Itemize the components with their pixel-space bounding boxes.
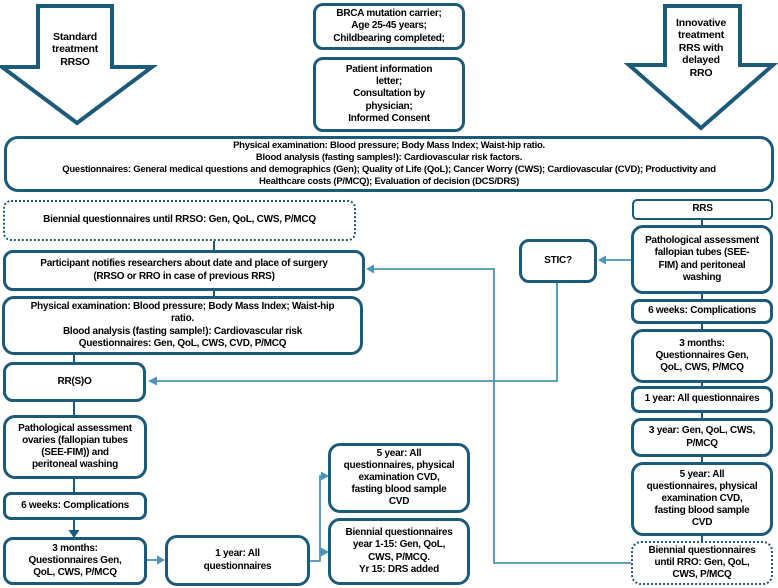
box-patient-consent: Patient information letter; Consultation… xyxy=(313,57,465,132)
light-arrowhead-icons xyxy=(148,255,606,565)
down-arrow-icon-standard-arm xyxy=(0,4,159,126)
box-1year-questionnaires-mid: 1 year: All questionnaires xyxy=(165,535,310,586)
box-6weeks-complications-left: 6 weeks: Complications xyxy=(3,492,147,520)
arrowhead-icon-to-3months-left xyxy=(68,530,80,538)
box-6weeks-complications-right: 6 weeks: Complications xyxy=(631,299,773,324)
arrow-label-innovative-treatment: Innovative treatment RRS with delayed RR… xyxy=(676,17,726,79)
box-biennial-until-rro: Biennial questionnaires until RRO: Gen, … xyxy=(631,541,773,585)
down-arrow-icon-innovative-arm xyxy=(623,4,778,131)
box-pathology-ovaries: Pathological assessment ovaries (fallopi… xyxy=(3,415,147,479)
box-biennial-until-rrso: Biennial questionnaires until RRSO: Gen,… xyxy=(3,200,356,241)
box-brca-criteria: BRCA mutation carrier; Age 25-45 years; … xyxy=(313,3,465,50)
box-biennial-year-1-15: Biennial questionnaires year 1-15: Gen, … xyxy=(328,518,470,585)
box-pathology-fallopian-tubes: Pathological assessment fallopian tubes … xyxy=(631,225,773,294)
arrow-label-standard-treatment: Standard treatment RRSO xyxy=(51,31,99,68)
box-5year-followup-right: 5 year: All questionnaires, physical exa… xyxy=(631,462,773,536)
box-3months-questionnaires-right: 3 months: Questionnaires Gen, QoL, CWS, … xyxy=(631,329,773,383)
box-1year-questionnaires-right: 1 year: All questionnaires xyxy=(631,386,773,413)
box-baseline-assessment: Physical examination: Blood pressure; Bo… xyxy=(4,136,774,192)
box-stic-question: STIC? xyxy=(519,239,597,283)
box-rrso-surgery: RR(S)O xyxy=(3,362,146,402)
box-3months-questionnaires-left: 3 months: Questionnaires Gen, QoL, CWS, … xyxy=(3,537,147,585)
box-presurgery-exam: Physical examination: Blood pressure; Bo… xyxy=(2,296,363,355)
box-5year-followup-mid: 5 year: All questionnaires, physical exa… xyxy=(328,443,470,513)
box-participant-notifies: Participant notifies researchers about d… xyxy=(3,250,365,291)
box-rrs-surgery: RRS xyxy=(632,199,773,220)
box-3year-questionnaires-right: 3 year: Gen, QoL, CWS, P/MCQ xyxy=(631,418,773,457)
dark-connector-stubs xyxy=(73,219,703,541)
light-connector-lines xyxy=(147,259,631,564)
